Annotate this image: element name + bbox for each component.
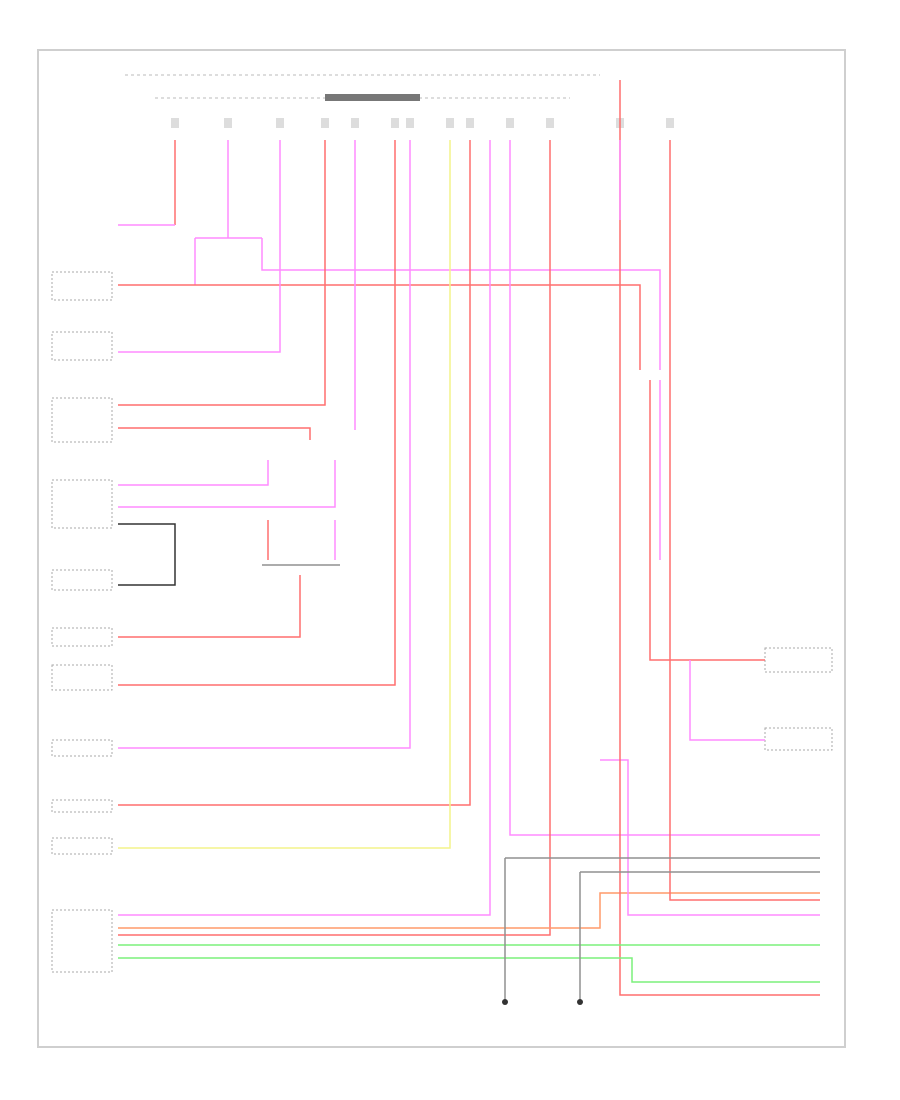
component-box-10 [51,909,113,973]
diagram-frame [37,49,846,1048]
component-box-4 [51,569,113,591]
wire-red-27 [619,80,820,996]
connector-pin-0 [171,118,179,128]
connector-pin-7 [446,118,454,128]
connector-pin-1 [224,118,232,128]
wire-red-18 [118,140,396,686]
wire-yellow-21 [118,140,451,849]
wire-red-29 [649,380,765,661]
wire-red-24 [118,140,551,936]
wire-red-8 [118,140,326,406]
connector-pin-4 [351,118,359,128]
component-box-1 [51,331,113,361]
wire-red-17 [118,575,301,638]
grounds [502,999,583,1005]
wire-magenta-22 [118,140,491,916]
wire-magenta-11 [118,460,269,486]
wire-red-20 [118,140,471,806]
connector-pin-3 [321,118,329,128]
ground-icon-1 [577,999,583,1005]
connector-pin-2 [276,118,284,128]
connector-pin-10 [546,118,554,128]
connector-pin-6 [406,118,414,128]
component-box-8 [51,799,113,813]
wires [118,80,820,1000]
wire-magenta-12 [118,460,336,508]
component-box-7 [51,739,113,757]
wire-orange-25 [118,892,820,929]
component-box-6 [51,664,113,691]
harness-label-mark [325,94,420,101]
wire-green-33 [118,957,820,983]
wire-magenta-26 [600,759,820,916]
wire-red-28 [669,140,820,901]
component-box-2 [51,397,113,443]
component-box-9 [51,837,113,855]
component-box-11 [764,647,833,673]
wire-magenta-19 [118,140,411,749]
wire-magenta-23 [509,140,820,836]
component-box-0 [51,271,113,301]
connector-pin-8 [466,118,474,128]
wire-magenta-7 [118,140,281,353]
wire-magenta-31 [689,660,765,741]
wire-red-10 [118,427,311,440]
ground-icon-0 [502,999,508,1005]
connector-pin-12 [666,118,674,128]
components [51,118,833,973]
wire-magenta-5 [261,238,661,370]
wire-red-6 [118,284,641,370]
connector-pin-9 [506,118,514,128]
component-box-12 [764,727,833,751]
component-box-3 [51,479,113,529]
harness-boundaries [125,74,600,101]
wire-black-13 [118,523,176,586]
connector-pin-5 [391,118,399,128]
component-box-5 [51,627,113,647]
